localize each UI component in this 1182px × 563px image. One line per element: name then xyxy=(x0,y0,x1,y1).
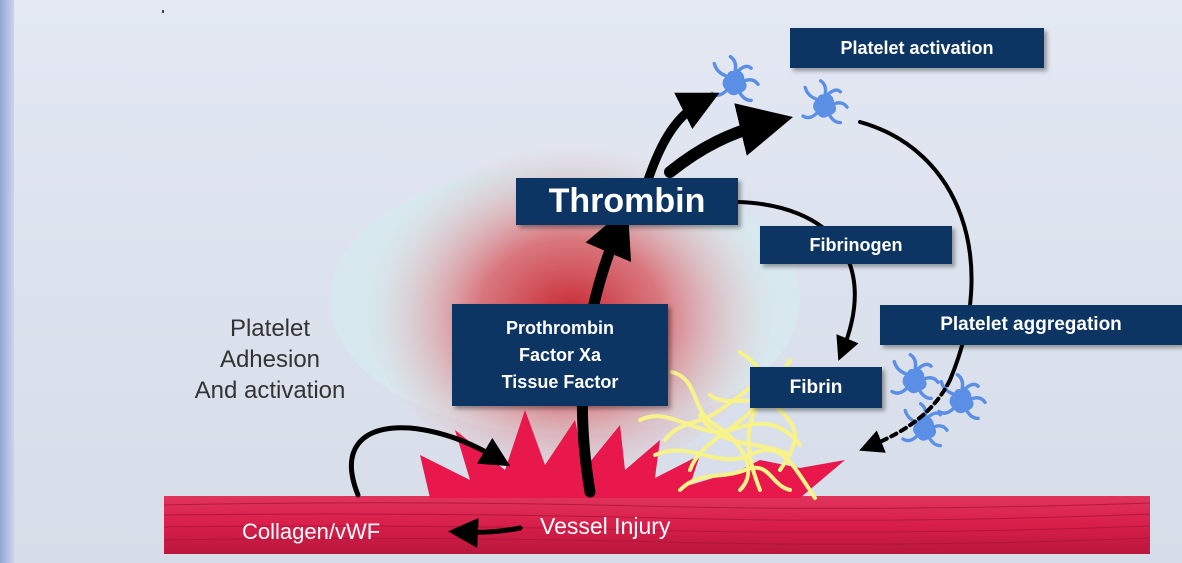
fibrinogen-label: Fibrinogen xyxy=(760,226,952,264)
vessel-injury-label: Vessel Injury xyxy=(540,513,670,540)
dot-mark xyxy=(162,10,164,13)
fibrin-label: Fibrin xyxy=(750,367,882,408)
collagen-label: Collagen/vWF xyxy=(242,519,380,545)
thrombin-label: Thrombin xyxy=(516,178,738,225)
factor-tissue: Tissue Factor xyxy=(502,369,619,396)
adhesion-line-3: And activation xyxy=(170,375,370,406)
platelet-aggregation-label: Platelet aggregation xyxy=(880,305,1182,345)
factors-box: Prothrombin Factor Xa Tissue Factor xyxy=(452,304,668,406)
platelet-activation-label: Platelet activation xyxy=(790,28,1044,68)
factor-prothrombin: Prothrombin xyxy=(506,315,614,342)
adhesion-line-2: Adhesion xyxy=(170,344,370,375)
adhesion-line-1: Platelet xyxy=(170,313,370,344)
left-band xyxy=(0,0,14,563)
factor-xa: Factor Xa xyxy=(519,342,601,369)
adhesion-text: Platelet Adhesion And activation xyxy=(170,313,370,406)
